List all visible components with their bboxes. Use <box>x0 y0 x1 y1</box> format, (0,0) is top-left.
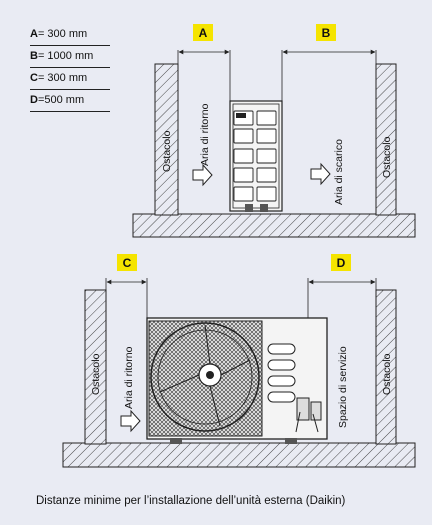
bottom-obstacle-left-label: Ostacolo <box>90 353 102 395</box>
badge-a <box>193 24 213 41</box>
legend-value: =500 mm <box>37 94 85 106</box>
legend-value: = 300 mm <box>37 28 88 40</box>
top-return-air-arrow <box>192 163 213 187</box>
figure-caption: Distanze minime per l’installazione dell… <box>36 495 346 507</box>
top-diagram: A B Ostacolo Ostacolo Aria di ritorno Ar… <box>132 24 416 238</box>
bottom-ground <box>62 442 416 468</box>
legend-key: B <box>30 50 38 62</box>
legend-key: A <box>30 28 38 40</box>
bottom-wall-right <box>375 289 397 445</box>
bottom-return-air-arrow <box>120 409 141 433</box>
bottom-service-space-label: Spazio di servizio <box>337 346 349 428</box>
top-discharge-air-label: Aria di scarico <box>333 139 345 205</box>
top-wall-right <box>375 63 397 216</box>
badge-d <box>331 254 351 271</box>
legend-row-d: D=500 mm <box>30 90 110 112</box>
legend-row-a: A= 300 mm <box>30 24 110 46</box>
top-obstacle-left-label: Ostacolo <box>161 130 173 172</box>
bottom-obstacle-right-label: Ostacolo <box>381 353 393 395</box>
badge-d-label: D <box>337 256 346 270</box>
top-outdoor-unit <box>229 100 283 212</box>
legend-value: = 1000 mm <box>37 50 94 62</box>
top-obstacle-right-label: Ostacolo <box>381 136 393 178</box>
legend-row-c: C= 300 mm <box>30 68 110 90</box>
legend-key: C <box>30 72 38 84</box>
bottom-return-air-label: Aria di ritorno <box>123 346 135 409</box>
badge-c-label: C <box>123 256 132 270</box>
badge-b-label: B <box>322 26 331 40</box>
legend-value: = 300 mm <box>37 72 88 84</box>
dimension-legend: A= 300 mm B= 1000 mm C= 300 mm D=500 mm <box>30 24 110 112</box>
bottom-outdoor-unit <box>146 317 328 444</box>
top-return-air-label: Aria di ritorno <box>199 103 211 166</box>
legend-row-b: B= 1000 mm <box>30 46 110 68</box>
badge-a-label: A <box>199 26 208 40</box>
badge-c <box>117 254 137 271</box>
top-discharge-air-arrow <box>310 162 331 186</box>
top-wall-left <box>154 63 179 216</box>
legend-key: D <box>30 94 38 106</box>
bottom-diagram: C D Ostacolo Ostacolo Aria di ritorno Sp… <box>62 254 416 468</box>
badge-b <box>316 24 336 41</box>
top-ground <box>132 213 416 238</box>
bottom-wall-left <box>84 289 107 445</box>
